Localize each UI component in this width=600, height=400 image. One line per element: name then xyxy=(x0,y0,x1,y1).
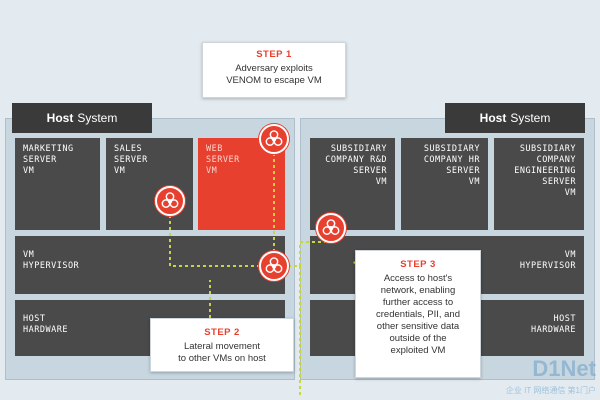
host-label-rest: System xyxy=(510,111,551,125)
vm-marketing-server: MARKETING SERVER VM xyxy=(15,138,100,230)
connector-hypervisor-to-right-host xyxy=(288,241,330,267)
step-2-body: Lateral movement to other VMs on host xyxy=(178,341,266,364)
step-2-callout: STEP 2 Lateral movement to other VMs on … xyxy=(150,318,294,372)
biohazard-glyph xyxy=(322,219,340,235)
host-label-bold: Host xyxy=(46,111,74,125)
step-3-callout: STEP 3 Access to host's network, enablin… xyxy=(355,250,481,378)
step-3-title: STEP 3 xyxy=(400,259,436,270)
step-1-body: Adversary exploits VENOM to escape VM xyxy=(226,63,322,86)
watermark-sub: 企业 IT 网络通信 第1门户 xyxy=(505,386,596,395)
biohazard-icon xyxy=(316,213,346,243)
biohazard-icon xyxy=(259,251,289,281)
vm-subsidiary-engineering-server: SUBSIDIARY COMPANY ENGINEERING SERVER VM xyxy=(494,138,584,230)
vm-subsidiary-rd-server: SUBSIDIARY COMPANY R&D SERVER VM xyxy=(310,138,395,230)
biohazard-glyph xyxy=(265,257,283,273)
biohazard-icon xyxy=(259,124,289,154)
vm-subsidiary-hr-server: SUBSIDIARY COMPANY HR SERVER VM xyxy=(401,138,488,230)
step-2-title: STEP 2 xyxy=(204,327,240,338)
watermark-logo: D1Net xyxy=(532,356,596,381)
watermark: D1Net 企业 IT 网络通信 第1门户 xyxy=(496,356,596,396)
step-1-title: STEP 1 xyxy=(256,49,292,60)
biohazard-glyph xyxy=(161,192,179,208)
step-1-callout: STEP 1 Adversary exploits VENOM to escap… xyxy=(202,42,346,98)
host-system-right-label: Host System xyxy=(445,103,585,133)
vm-sales-server: SALES SERVER VM xyxy=(106,138,193,230)
host-system-left-label: Host System xyxy=(12,103,152,133)
host-label-bold: Host xyxy=(479,111,507,125)
step-3-body: Access to host's network, enabling furth… xyxy=(376,273,460,356)
biohazard-glyph xyxy=(265,130,283,146)
biohazard-icon xyxy=(155,186,185,216)
host-label-rest: System xyxy=(77,111,118,125)
connector-hypervisor-to-sales xyxy=(169,212,260,267)
